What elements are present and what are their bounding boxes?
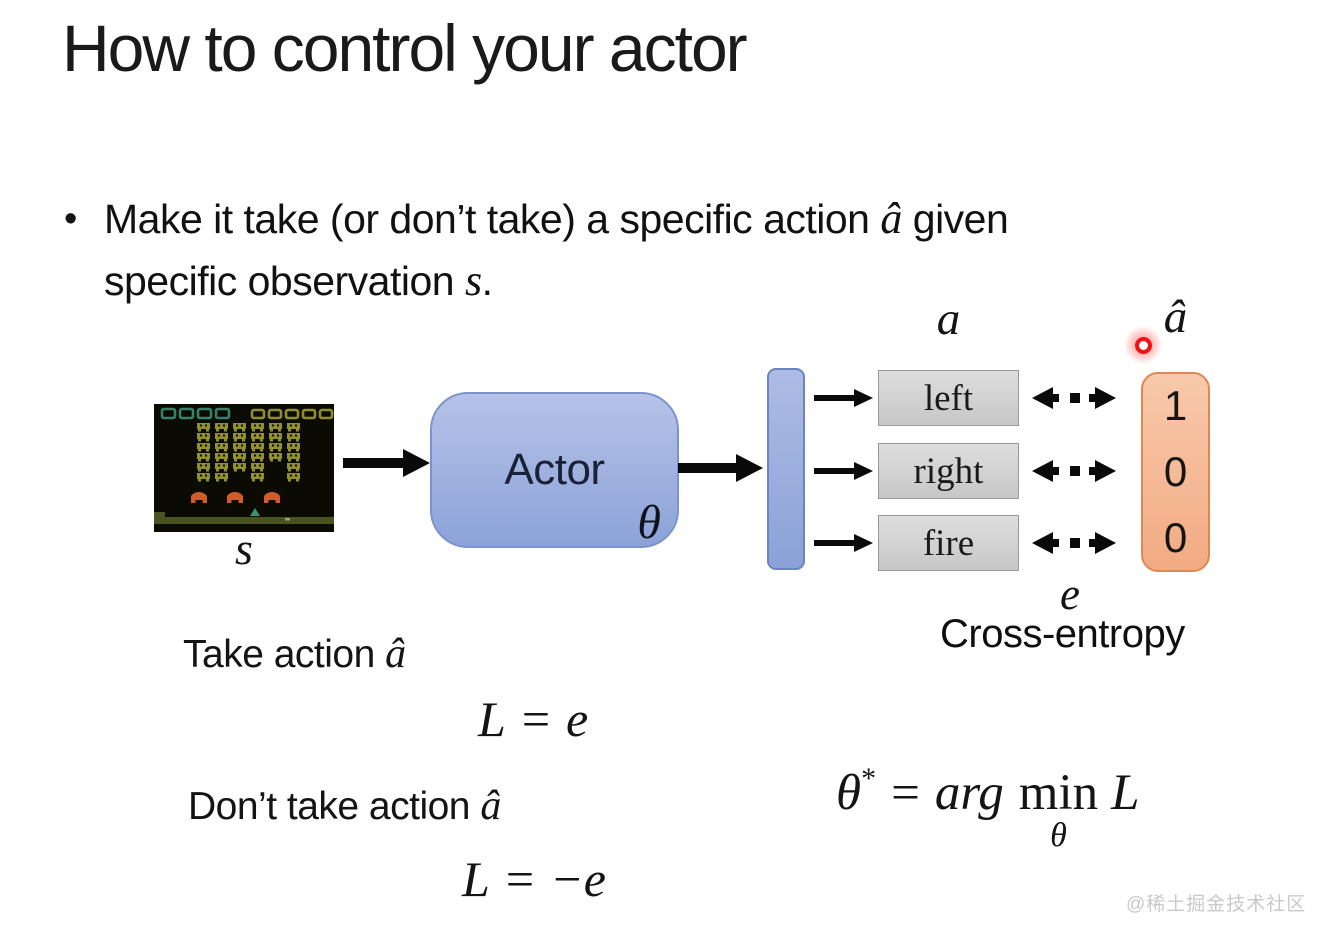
dont-take-text: Don’t take action bbox=[188, 785, 481, 828]
dashed-compare-arrow-right-row bbox=[1032, 460, 1116, 482]
theta-parameter-label: θ bbox=[637, 496, 661, 549]
action-label-fire: fire bbox=[922, 522, 975, 564]
shields bbox=[191, 492, 280, 503]
arrow-actor-to-vector bbox=[678, 454, 763, 482]
arg-term: arg bbox=[934, 765, 1004, 821]
action-box-fire: fire bbox=[878, 515, 1019, 571]
a-hat-target-label: â bbox=[1163, 291, 1188, 343]
actor-label: Actor bbox=[504, 445, 605, 494]
game-observation-image bbox=[154, 404, 334, 532]
arrow-vector-to-left bbox=[814, 389, 873, 407]
target-one-hot-vector: 1 0 0 bbox=[1141, 372, 1210, 572]
loss-take-lhs: L bbox=[478, 691, 506, 747]
equals-sign: = bbox=[521, 691, 551, 747]
theta-subscript: θ bbox=[1050, 817, 1067, 854]
action-label-right: right bbox=[913, 450, 984, 492]
loss-term: L bbox=[1111, 765, 1140, 821]
action-box-right: right bbox=[878, 443, 1019, 499]
take-action-a-hat: â bbox=[385, 631, 406, 677]
a-distribution-label: a bbox=[936, 293, 961, 345]
ground bbox=[154, 517, 334, 524]
take-action-label: Take action â bbox=[183, 630, 406, 678]
arrow-vector-to-right bbox=[814, 462, 873, 480]
s-inline-symbol: s bbox=[464, 256, 482, 305]
dont-take-a-hat: â bbox=[480, 783, 501, 829]
action-box-left: left bbox=[878, 370, 1019, 426]
bullet-line1-tail: given bbox=[901, 196, 1009, 242]
bullet-marker: • bbox=[64, 198, 78, 240]
dashed-compare-arrow-left-row bbox=[1032, 387, 1116, 409]
star-superscript: * bbox=[861, 762, 877, 795]
equals-sign: = bbox=[505, 851, 535, 907]
dont-take-action-label: Don’t take action â bbox=[188, 782, 501, 830]
watermark: @稀土掘金技术社区 bbox=[1126, 894, 1307, 915]
arrow-s-to-actor bbox=[343, 449, 430, 477]
loss-equation-take: L = e bbox=[478, 690, 588, 748]
score-digits-left bbox=[160, 407, 231, 420]
bullet-line2-text: specific observation bbox=[104, 258, 465, 304]
bullet-item: • Make it take (or don’t take) a specifi… bbox=[64, 188, 1009, 312]
e-error-label: e bbox=[1060, 569, 1080, 619]
bullet-line1-text: Make it take (or don’t take) a specific … bbox=[104, 196, 881, 242]
loss-equation-dont-take: L = −e bbox=[462, 850, 606, 908]
arrow-vector-to-fire bbox=[814, 534, 873, 552]
cross-entropy-label: Cross-entropy bbox=[940, 612, 1185, 656]
action-label-left: left bbox=[923, 377, 974, 419]
player-ship bbox=[250, 508, 260, 516]
equals-sign: = bbox=[891, 765, 920, 821]
output-vector-bar bbox=[767, 368, 805, 570]
target-value-1: 1 bbox=[1163, 382, 1188, 429]
score-digits-right bbox=[250, 408, 334, 420]
target-value-3: 0 bbox=[1163, 514, 1188, 561]
s-observation-label: s bbox=[235, 523, 253, 574]
loss-dont-rhs: −e bbox=[550, 851, 606, 907]
dashed-compare-arrow-fire-row bbox=[1032, 532, 1116, 554]
min-term: min bbox=[1018, 765, 1099, 821]
laser-pointer-dot-icon bbox=[1135, 337, 1152, 354]
actor-network-box: Actor θ bbox=[430, 392, 679, 549]
target-value-2: 0 bbox=[1163, 448, 1188, 495]
take-action-text: Take action bbox=[183, 633, 386, 676]
bullet-text: Make it take (or don’t take) a specific … bbox=[104, 188, 1009, 312]
bullet-line2-tail: . bbox=[481, 258, 493, 304]
a-hat-inline-symbol: â bbox=[880, 194, 902, 243]
page-title: How to control your actor bbox=[62, 11, 748, 85]
theta-star-symbol: θ bbox=[836, 765, 862, 821]
loss-take-rhs: e bbox=[566, 691, 589, 747]
loss-dont-lhs: L bbox=[462, 851, 490, 907]
